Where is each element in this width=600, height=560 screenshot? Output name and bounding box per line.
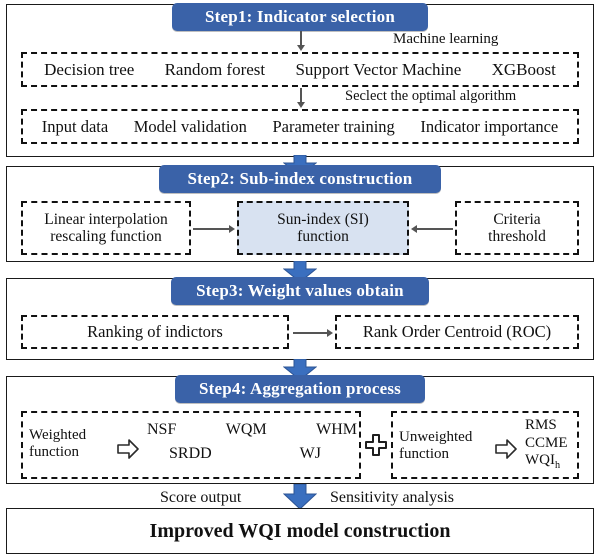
step4-u-item-1: CCME (525, 434, 568, 451)
step2-panel: Step2: Sub-index construction Linear int… (6, 165, 594, 262)
step2-right-line-0: Criteria (493, 210, 541, 228)
step4-u-item-2-base: WQI (525, 452, 555, 469)
step4-w-item-4: WJ (299, 445, 321, 462)
step2-center-line-1: function (297, 228, 349, 245)
footer-score-output-label: Score output (160, 489, 242, 506)
step4-w-item-3: SRDD (169, 445, 212, 462)
step4-w-item-0: NSF (147, 421, 177, 438)
step4-weighted-line-0: Weighted (29, 427, 87, 443)
step4-weighted-label: Weighted function (29, 427, 115, 461)
step4-banner: Step4: Aggregation process (175, 375, 425, 403)
blue-down-arrow (283, 484, 317, 510)
step4-u-item-2: WQIh (525, 452, 560, 472)
thin-left-arrow (411, 223, 453, 234)
step3-right-label: Rank Order Centroid (ROC) (362, 322, 552, 341)
step1-work-1: Model validation (133, 116, 247, 136)
step1-note-select-optimal: Seclect the optimal algorithm (345, 88, 517, 104)
step4-unweighted-line-1: function (399, 445, 449, 462)
blue-down-arrow (283, 359, 317, 381)
step4-unweighted-line-0: Unweighted (399, 429, 473, 445)
hollow-right-arrow (495, 439, 517, 459)
thin-right-arrow (293, 327, 333, 338)
step2-right-box: Criteria threshold (455, 201, 579, 255)
hollow-right-arrow (117, 439, 139, 459)
step1-workflow-box: Input data Model validation Parameter tr… (21, 109, 579, 144)
thin-right-arrow (193, 223, 235, 234)
step2-left-line-1: rescaling function (50, 228, 162, 245)
step4-weighted-line-1: function (29, 443, 79, 460)
step2-left-line-0: Linear interpolation (44, 210, 168, 228)
step4-u-item-2-subscript: h (555, 460, 561, 472)
step3-panel: Step3: Weight values obtain Ranking of i… (6, 277, 594, 360)
final-result-box: Improved WQI model construction (6, 508, 594, 554)
step3-roc-box: Rank Order Centroid (ROC) (335, 315, 579, 349)
plus-icon (365, 434, 387, 456)
step2-center-line-0: Sun-index (SI) (277, 210, 369, 228)
footer-sensitivity-analysis-label: Sensitivity analysis (330, 489, 454, 506)
step3-banner: Step3: Weight values obtain (171, 277, 429, 305)
step2-sub-index-box: Sun-index (SI) function (237, 201, 409, 255)
step1-algo-1: Random forest (164, 59, 266, 79)
step1-algo-2: Support Vector Machine (295, 59, 462, 79)
step3-left-label: Ranking of indictors (87, 322, 223, 341)
step1-algo-3: XGBoost (491, 59, 556, 79)
final-result-label: Improved WQI model construction (149, 519, 451, 542)
thin-down-arrow (295, 88, 306, 108)
step1-panel: Step1: Indicator selection Machine learn… (6, 3, 594, 157)
step4-w-item-1: WQM (225, 421, 267, 438)
step4-w-item-2: WHM (316, 421, 357, 438)
step1-note-machine-learning: Machine learning (393, 31, 499, 47)
blue-down-arrow (283, 261, 317, 283)
step2-right-line-1: threshold (488, 228, 546, 245)
step1-banner: Step1: Indicator selection (172, 3, 428, 31)
step4-panel: Step4: Aggregation process Weighted func… (6, 375, 594, 484)
step3-ranking-box: Ranking of indictors (21, 315, 289, 349)
step1-algo-0: Decision tree (44, 59, 135, 79)
step1-work-3: Indicator importance (420, 116, 559, 136)
step4-u-item-0: RMS (525, 417, 557, 433)
step1-algorithms-box: Decision tree Random forest Support Vect… (21, 52, 579, 87)
step2-banner: Step2: Sub-index construction (159, 165, 441, 193)
step4-unweighted-box: Unweighted function RMS CCME WQIh (391, 411, 579, 479)
step1-work-2: Parameter training (272, 116, 395, 136)
step4-unweighted-label: Unweighted function (399, 429, 491, 463)
step1-work-0: Input data (41, 116, 109, 136)
step4-weighted-box: Weighted function NSF WQM WHM (21, 411, 361, 479)
step2-left-box: Linear interpolation rescaling function (21, 201, 191, 255)
thin-down-arrow (295, 31, 306, 51)
